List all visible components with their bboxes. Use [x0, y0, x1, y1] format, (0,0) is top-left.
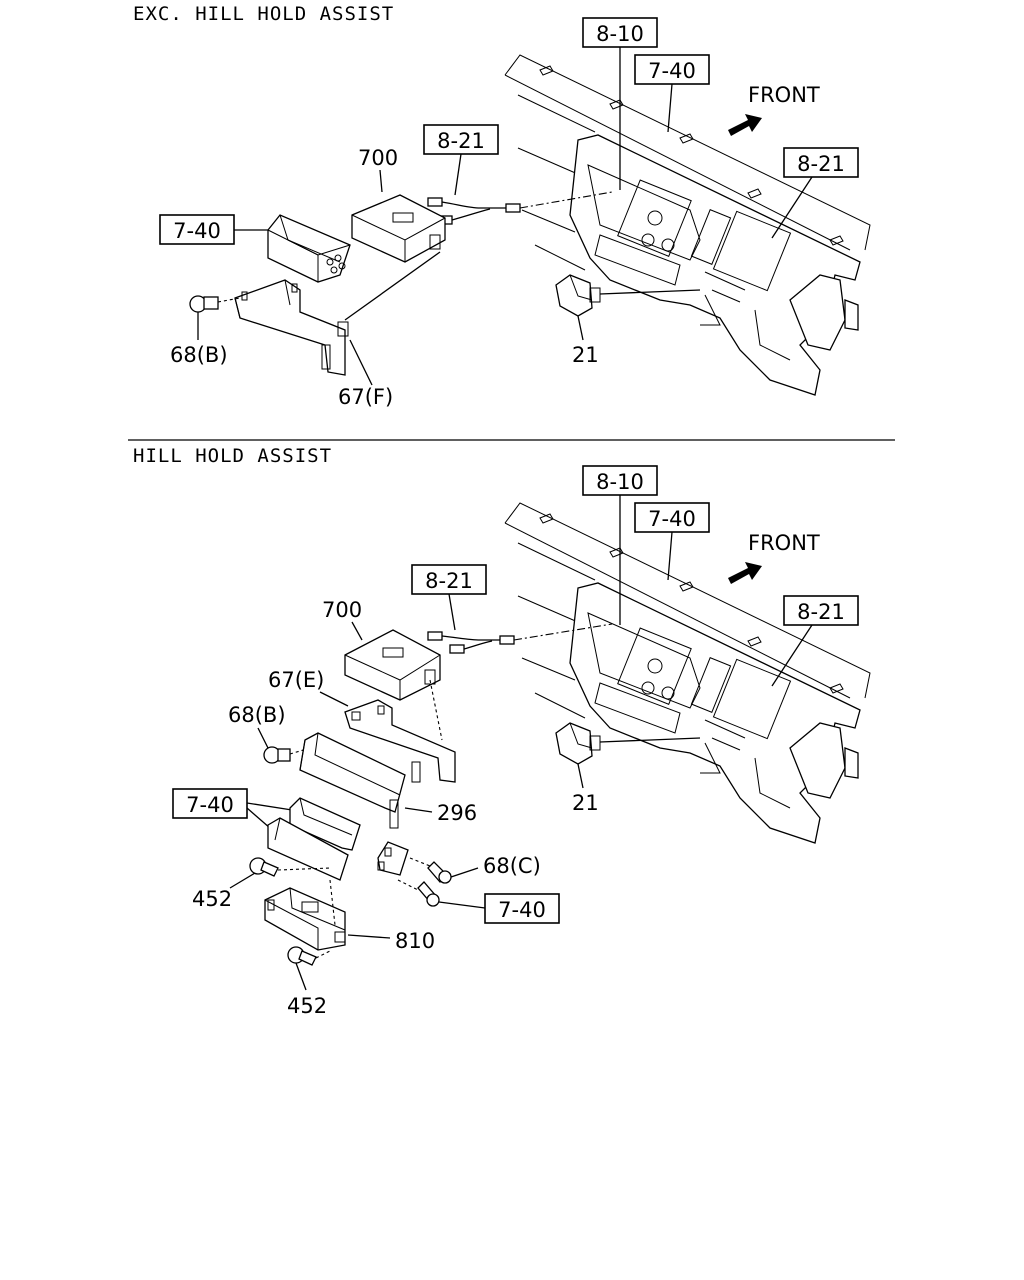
callout-box-7-40-screw: [484, 893, 560, 924]
switch-21-1: [555, 274, 701, 317]
front-arrow-icon: [728, 114, 762, 136]
part-700-module-2: [344, 629, 441, 701]
part-67e-label: 67(E): [268, 668, 324, 692]
harness-2: [427, 623, 613, 654]
bracket-small: [377, 841, 409, 876]
section-1-drawing: 8-10 7-40 FRONT 8-21 8-21 700: [159, 17, 871, 409]
callout-box-8-21-dash: [783, 147, 859, 178]
part-68b-label-2: 68(B): [228, 703, 286, 727]
part-810-bracket: [264, 879, 346, 951]
part-810-label: 810: [395, 929, 435, 953]
front-label-2: FRONT: [748, 531, 820, 555]
section-title-exc-hill-hold: EXC. HILL HOLD ASSIST: [133, 3, 395, 25]
screw-68c: [409, 857, 452, 884]
part-452-label-b: 452: [287, 994, 327, 1018]
callout-box-7-40-top: [634, 54, 710, 85]
callout-7-40-left-2: 7-40: [186, 793, 234, 817]
callout-7-40-left: 7-40: [173, 219, 221, 243]
screw-7-40: [397, 879, 440, 907]
screw-68b-1: [189, 295, 241, 313]
part-21-label-2: 21: [572, 791, 599, 815]
section-2-drawing: 8-10 7-40 FRONT 8-21 8-21 700: [172, 465, 871, 1018]
part-700-label-2: 700: [322, 598, 362, 622]
part-296-label: 296: [437, 801, 477, 825]
front-arrow-icon-2: [728, 562, 762, 584]
callout-8-10: 8-10: [596, 22, 644, 46]
dashboard-2: [504, 502, 871, 844]
callout-7-40-screw: 7-40: [498, 898, 546, 922]
part-452-label-a: 452: [192, 887, 232, 911]
tray-2: [267, 797, 361, 881]
section-title-hill-hold: HILL HOLD ASSIST: [133, 445, 333, 467]
part-21-label-1: 21: [572, 343, 599, 367]
screw-68b-2: [263, 746, 311, 764]
callout-box-8-21-dash-2: [783, 595, 859, 626]
callout-7-40-top-2: 7-40: [648, 507, 696, 531]
part-700-module: [351, 194, 446, 263]
callout-8-21-harness: 8-21: [437, 129, 485, 153]
callout-box-8-21-harness: [423, 124, 499, 155]
part-68c-label: 68(C): [483, 854, 541, 878]
callout-8-21-dash-2: 8-21: [797, 600, 845, 624]
panel-296: [299, 732, 406, 829]
tray-1: [267, 214, 351, 283]
callout-8-21-harness-2: 8-21: [425, 569, 473, 593]
part-700-label: 700: [358, 146, 398, 170]
part-68b-label-1: 68(B): [170, 343, 228, 367]
screw-452-a: [249, 857, 331, 877]
dashboard-1: [504, 54, 871, 396]
bracket-67e: [344, 679, 456, 783]
callout-box-8-21-harness-2: [411, 564, 487, 595]
callout-8-21-dash: 8-21: [797, 152, 845, 176]
part-67f-label: 67(F): [338, 385, 393, 409]
bracket-67f: [234, 251, 441, 376]
callout-box-7-40-left: [159, 214, 235, 245]
callout-8-10-2: 8-10: [596, 470, 644, 494]
switch-21-2: [555, 722, 701, 765]
screw-452-b: [287, 946, 333, 966]
front-label: FRONT: [748, 83, 820, 107]
callout-7-40-top: 7-40: [648, 59, 696, 83]
